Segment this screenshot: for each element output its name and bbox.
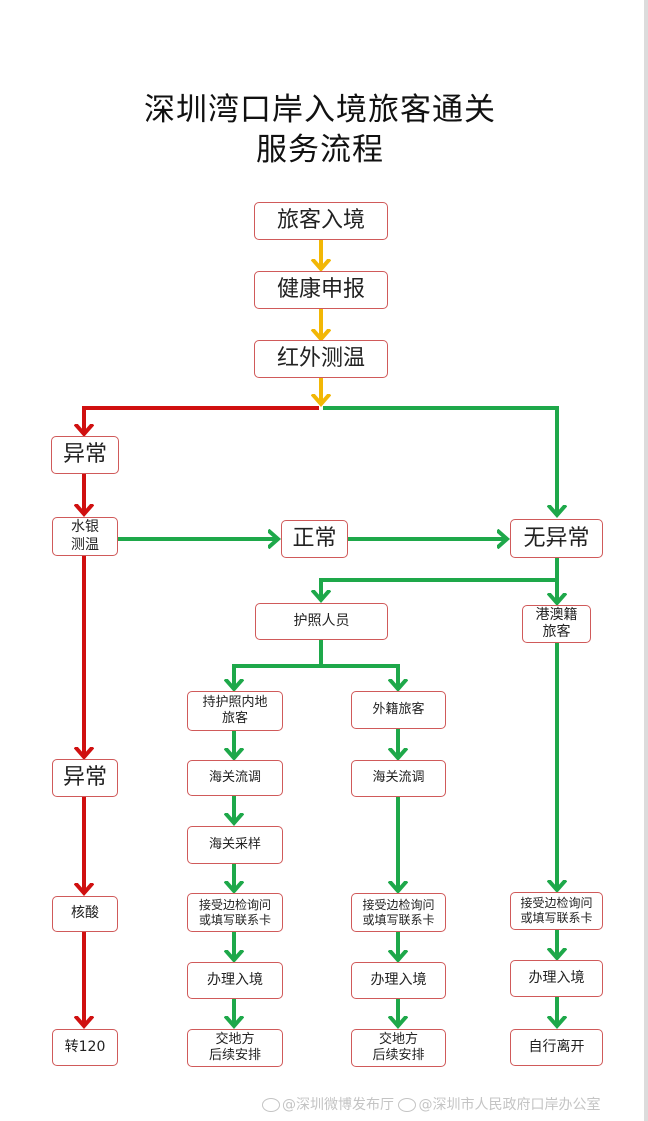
arrow-passport-to-foreign bbox=[321, 664, 398, 689]
node-abnormal-1: 异常 bbox=[51, 436, 119, 474]
watermark-source-2: @深圳市人民政府口岸办公室 bbox=[418, 1097, 601, 1113]
node-entry-proc-b: 办理入境 bbox=[351, 962, 446, 999]
arrow-passport-to-mainland bbox=[234, 640, 323, 689]
node-entry: 旅客入境 bbox=[254, 202, 388, 240]
node-mercury-temp: 水银 测温 bbox=[52, 517, 118, 556]
node-border-inquiry-c: 接受边检询问 或填写联系卡 bbox=[510, 892, 603, 930]
node-normal: 正常 bbox=[281, 520, 348, 558]
node-customs-survey-a: 海关流调 bbox=[187, 760, 283, 796]
node-nucleic-acid: 核酸 bbox=[52, 896, 118, 932]
watermark-source-1: @深圳微博发布厅 bbox=[282, 1097, 394, 1113]
node-border-inquiry-b: 接受边检询问 或填写联系卡 bbox=[351, 893, 446, 932]
node-foreign-travelers: 外籍旅客 bbox=[351, 691, 446, 729]
node-abnormal-2: 异常 bbox=[52, 759, 118, 797]
node-no-abnormal: 无异常 bbox=[510, 519, 603, 558]
page-title-line1: 深圳湾口岸入境旅客通关 bbox=[144, 92, 496, 128]
node-customs-survey-b: 海关流调 bbox=[351, 760, 446, 797]
node-local-handover-b: 交地方 后续安排 bbox=[351, 1029, 446, 1067]
arrow-noabnormal-to-passport bbox=[321, 558, 559, 600]
node-transfer-120: 转120 bbox=[52, 1029, 118, 1066]
page-title-line2: 服务流程 bbox=[256, 132, 384, 168]
node-customs-sampling: 海关采样 bbox=[187, 826, 283, 864]
node-health-declaration: 健康申报 bbox=[254, 271, 388, 309]
weibo-icon bbox=[398, 1098, 417, 1112]
arrow-split-to-abnormal bbox=[84, 406, 319, 434]
node-border-inquiry-a: 接受边检询问 或填写联系卡 bbox=[187, 893, 283, 932]
weibo-icon bbox=[262, 1098, 280, 1112]
watermark: @深圳微博发布厅 @深圳市人民政府口岸办公室 bbox=[262, 1094, 642, 1114]
node-passport-holders: 护照人员 bbox=[255, 603, 388, 640]
node-local-handover-a: 交地方 后续安排 bbox=[187, 1029, 283, 1067]
node-infrared-temp: 红外测温 bbox=[254, 340, 388, 378]
arrow-split-to-noabnormal bbox=[323, 406, 557, 515]
node-mainland-passport: 持护照内地 旅客 bbox=[187, 691, 283, 731]
node-leave-freely: 自行离开 bbox=[510, 1029, 603, 1066]
node-entry-proc-a: 办理入境 bbox=[187, 962, 283, 999]
page-edge bbox=[644, 0, 648, 1121]
node-hk-macau-travelers: 港澳籍 旅客 bbox=[522, 605, 591, 643]
node-entry-proc-c: 办理入境 bbox=[510, 960, 603, 997]
